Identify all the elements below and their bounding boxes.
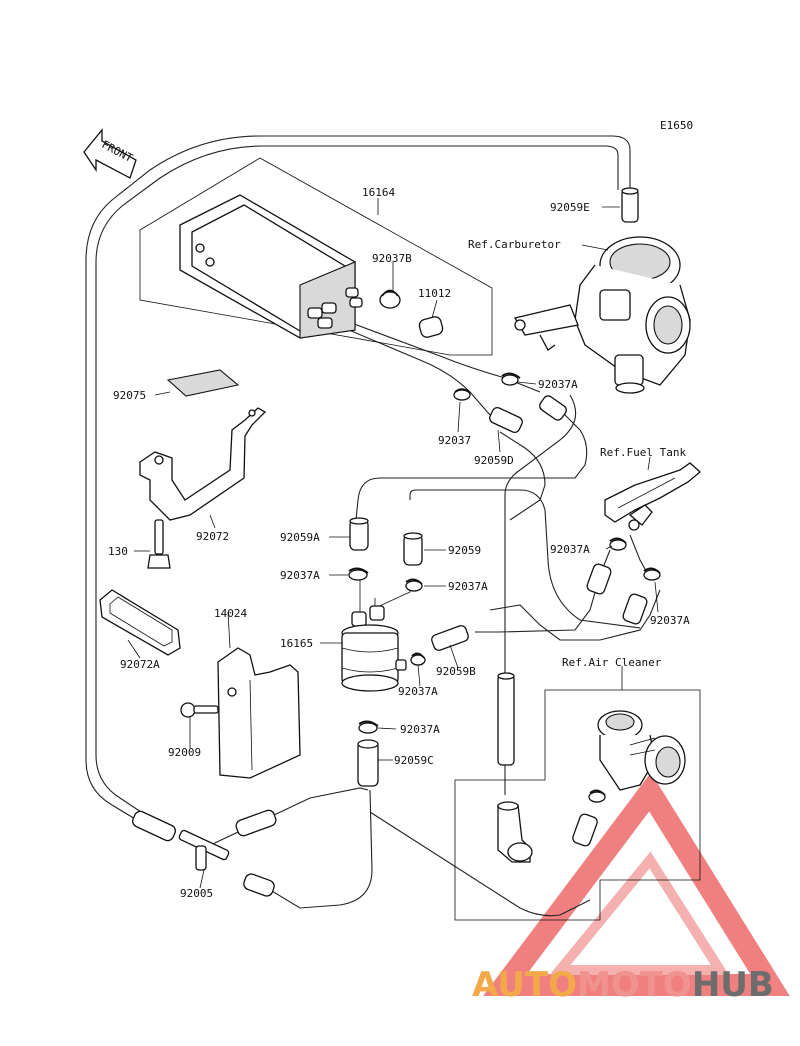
label-92037A-mid: 92037A bbox=[448, 580, 488, 593]
label-14024: 14024 bbox=[214, 607, 247, 620]
canister-assembly bbox=[139, 157, 493, 356]
tube-lower-middle bbox=[235, 809, 277, 837]
clamp-92037B bbox=[379, 289, 401, 309]
label-11012: 11012 bbox=[418, 287, 451, 300]
label-92037: 92037 bbox=[438, 434, 471, 447]
fuel-tank-drawing bbox=[604, 462, 701, 531]
label-16164: 16164 bbox=[362, 186, 395, 199]
label-92037A-fuel: 92037A bbox=[280, 569, 320, 582]
clamp-92037A-right bbox=[643, 567, 661, 581]
tube-upper-right bbox=[539, 395, 567, 421]
label-92009: 92009 bbox=[168, 746, 201, 759]
tube-92059D bbox=[489, 406, 523, 434]
label-92037A-top: 92037A bbox=[538, 378, 578, 391]
svg-text:AUTOMOTOHUB: AUTOMOTOHUB bbox=[472, 965, 774, 1005]
tube-92059 bbox=[403, 532, 423, 566]
tube-92059A bbox=[349, 517, 369, 551]
label-92037A-right: 92037A bbox=[650, 614, 690, 627]
tube-right-lower bbox=[622, 593, 648, 625]
watermark-moto: MOTO bbox=[577, 965, 692, 1005]
elbow-fitting bbox=[497, 801, 533, 863]
label-92059B: 92059B bbox=[436, 665, 476, 678]
label-92059: 92059 bbox=[448, 544, 481, 557]
watermark-triangle-outer bbox=[482, 772, 790, 996]
tube-air-cleaner bbox=[572, 813, 598, 847]
label-ref-air-cleaner: Ref.Air Cleaner bbox=[562, 656, 662, 669]
t-joint-92005 bbox=[178, 829, 230, 871]
watermark-logo bbox=[482, 772, 790, 996]
mat-92075 bbox=[166, 369, 240, 397]
label-92059C: 92059C bbox=[394, 754, 434, 767]
clamp-air-cleaner bbox=[588, 789, 606, 803]
clamp-92037A-mid bbox=[405, 578, 423, 592]
clamp-92037A-low bbox=[358, 720, 379, 734]
clamp-92037A-top bbox=[501, 372, 521, 386]
front-arrow-icon: FRONT bbox=[83, 128, 137, 179]
label-92075: 92075 bbox=[113, 389, 146, 402]
watermark-wordmark: AUTOMOTOHUB bbox=[472, 965, 774, 1005]
bracket-92072 bbox=[139, 407, 267, 521]
label-130: 130 bbox=[108, 545, 128, 558]
air-cleaner-box bbox=[454, 689, 701, 921]
diagram-code: E1650 bbox=[660, 119, 693, 132]
long-tube bbox=[497, 672, 515, 766]
label-92037A-left: 92037A bbox=[550, 543, 590, 556]
leader-lines bbox=[127, 198, 659, 889]
clamp-92037A-filter bbox=[410, 652, 426, 666]
label-92059A: 92059A bbox=[280, 531, 320, 544]
label-16165: 16165 bbox=[280, 637, 313, 650]
clamp-92037 bbox=[453, 388, 471, 401]
carburetor-drawing bbox=[513, 236, 691, 394]
label-92059E: 92059E bbox=[550, 201, 590, 214]
label-92072A: 92072A bbox=[120, 658, 160, 671]
label-92005: 92005 bbox=[180, 887, 213, 900]
cover-14024 bbox=[217, 647, 301, 779]
watermark-triangle-inner bbox=[549, 851, 730, 975]
watermark-hub: HUB bbox=[692, 965, 774, 1005]
cap-11012 bbox=[418, 316, 444, 338]
tube-92059B bbox=[431, 625, 469, 651]
tube-right-upper bbox=[586, 563, 612, 595]
tube-lower-left bbox=[132, 810, 176, 842]
tube-92059C bbox=[357, 739, 379, 787]
bolt-130 bbox=[147, 519, 171, 569]
label-92059D: 92059D bbox=[474, 454, 514, 467]
clamp-92037A-left bbox=[609, 537, 627, 551]
bolt-92009 bbox=[180, 702, 219, 718]
part-labels: 16164 92037B 11012 92059E Ref.Carburetor… bbox=[108, 186, 690, 900]
clamp-92037A-fuel bbox=[348, 567, 369, 581]
tube-92059E bbox=[621, 187, 639, 223]
label-92037B: 92037B bbox=[372, 252, 412, 265]
air-cleaner-drawing bbox=[597, 710, 686, 791]
label-92072: 92072 bbox=[196, 530, 229, 543]
tube-lower-bottom bbox=[243, 873, 275, 897]
fuel-filter-16165 bbox=[341, 580, 411, 692]
gasket-92072A bbox=[99, 589, 181, 656]
label-ref-fuel-tank: Ref.Fuel Tank bbox=[600, 446, 686, 459]
watermark-auto: AUTO bbox=[472, 965, 577, 1005]
label-92037A-low: 92037A bbox=[400, 723, 440, 736]
label-92037A-filter: 92037A bbox=[398, 685, 438, 698]
label-ref-carburetor: Ref.Carburetor bbox=[468, 238, 561, 251]
